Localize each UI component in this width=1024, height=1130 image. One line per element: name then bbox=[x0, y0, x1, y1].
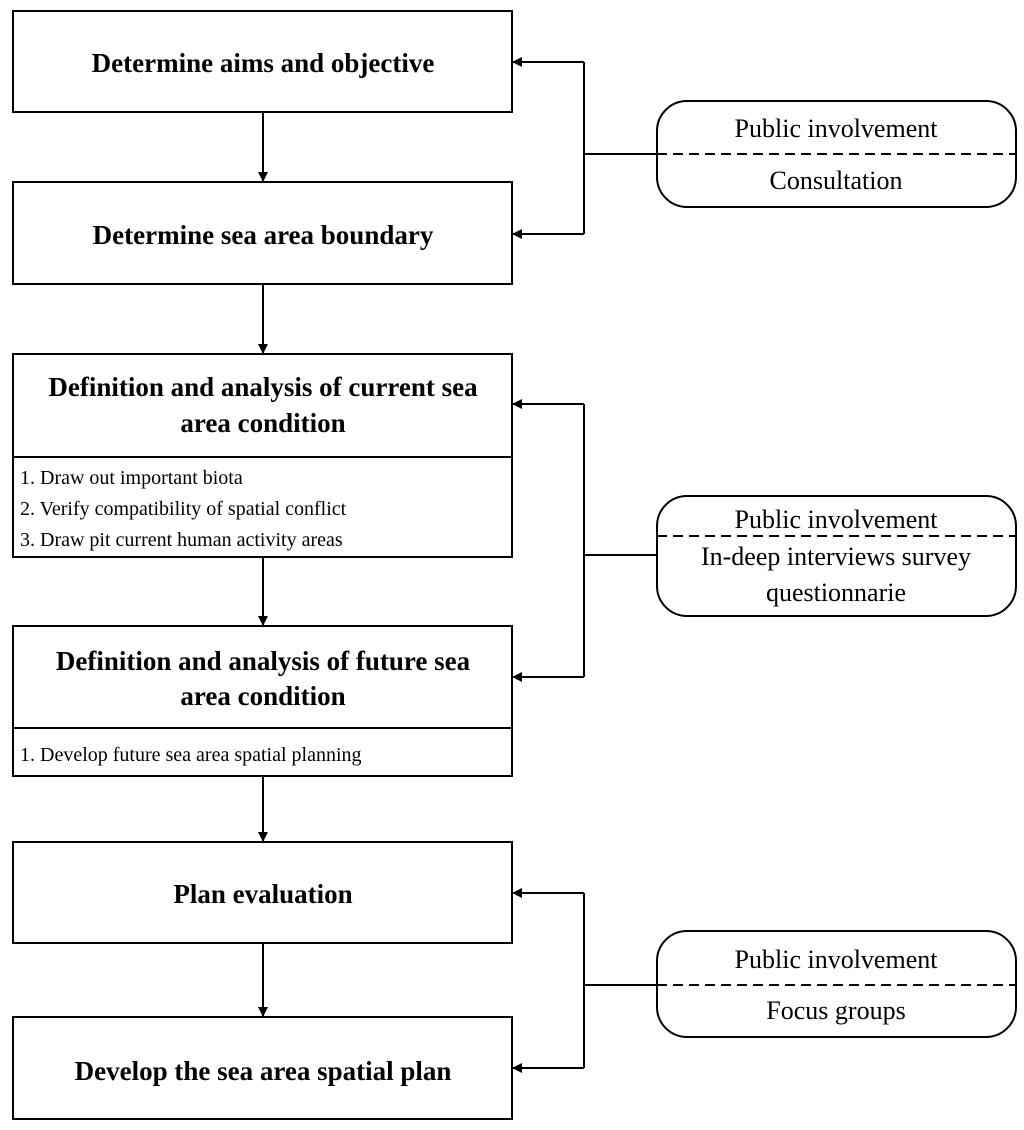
step-box-future-condition: Definition and analysis of future sea ar… bbox=[12, 625, 513, 777]
involvement-method-line2: questionnarie bbox=[766, 578, 906, 607]
step-title-evaluation: Plan evaluation bbox=[173, 879, 352, 909]
step-title-future-line2: area condition bbox=[180, 681, 345, 711]
involvement-label: Public involvement bbox=[735, 114, 939, 143]
involvement-box-focus-groups: Public involvement Focus groups bbox=[656, 930, 1017, 1038]
involvement-box-interviews: Public involvement In-deep interviews su… bbox=[656, 495, 1017, 617]
step-box-boundary: Determine sea area boundary bbox=[12, 181, 513, 285]
involvement-method: Focus groups bbox=[766, 996, 905, 1025]
involvement-connector-2 bbox=[512, 399, 657, 682]
step-box-plan-evaluation: Plan evaluation bbox=[12, 841, 513, 944]
step-box-develop-plan: Develop the sea area spatial plan bbox=[12, 1016, 513, 1120]
step-title-aims: Determine aims and objective bbox=[92, 48, 435, 78]
involvement-method-line1: In-deep interviews survey bbox=[701, 542, 971, 571]
involvement-connector-1 bbox=[512, 57, 657, 239]
step-box-current-condition: Definition and analysis of current sea a… bbox=[12, 353, 513, 558]
step-title-future-line1: Definition and analysis of future sea bbox=[56, 646, 471, 676]
involvement-box-consultation: Public involvement Consultation bbox=[656, 100, 1017, 208]
step-item-future-1: 1. Develop future sea area spatial plann… bbox=[20, 744, 362, 766]
step-title-boundary: Determine sea area boundary bbox=[93, 220, 434, 250]
step-title-develop-plan: Develop the sea area spatial plan bbox=[75, 1056, 452, 1086]
step-title-current-line2: area condition bbox=[180, 408, 345, 438]
involvement-label: Public involvement bbox=[735, 945, 939, 974]
step-item-current-3: 3. Draw pit current human activity areas bbox=[20, 529, 343, 551]
step-item-current-2: 2. Verify compatibility of spatial confl… bbox=[20, 498, 347, 520]
involvement-label: Public involvement bbox=[735, 505, 939, 534]
step-item-current-1: 1. Draw out important biota bbox=[20, 467, 243, 489]
step-title-current-line1: Definition and analysis of current sea bbox=[48, 372, 478, 402]
step-box-aims: Determine aims and objective bbox=[12, 10, 513, 113]
involvement-connector-3 bbox=[512, 888, 657, 1073]
involvement-method: Consultation bbox=[770, 166, 903, 195]
